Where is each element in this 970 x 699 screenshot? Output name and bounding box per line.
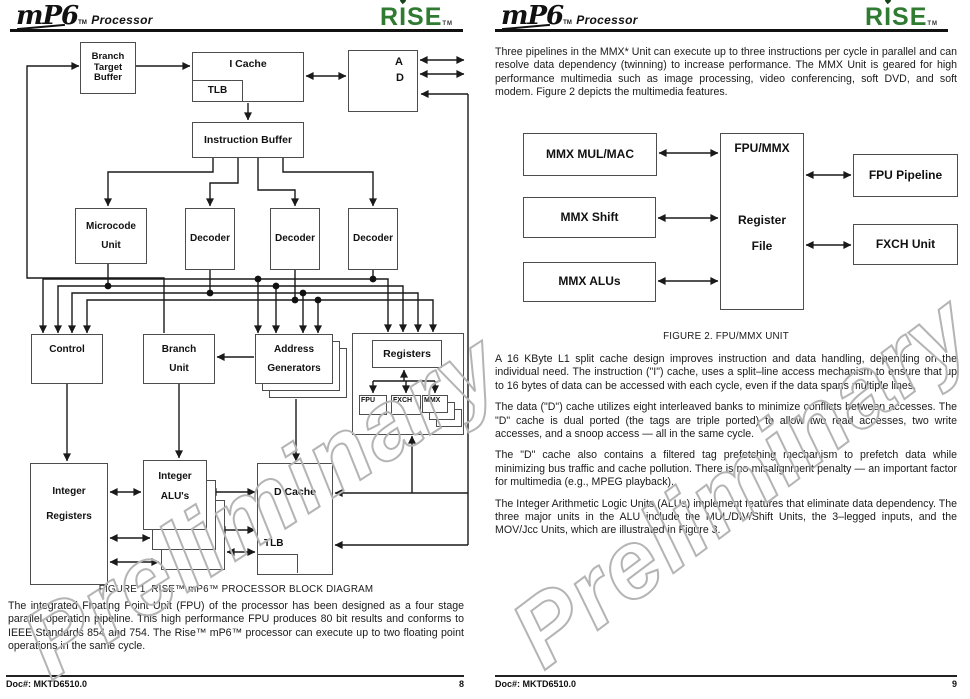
box-label: Unit	[101, 239, 121, 251]
box-address-generators: Address Generators	[255, 334, 333, 384]
footer-right: Doc#: MKTD6510.0 9	[495, 679, 957, 689]
box-i-cache: I Cache TLB	[192, 52, 304, 102]
footer-rule	[495, 675, 957, 677]
rise-letter-r: R	[380, 3, 400, 31]
address-bus-label: A	[395, 56, 403, 68]
rise-letter-i: I	[398, 0, 408, 31]
box-label: FXCH	[393, 397, 413, 404]
box-branch-target-buffer: Branch Target Buffer	[80, 42, 136, 94]
box-mmx-small: MMX	[422, 395, 448, 413]
rise-letter-i: I	[883, 0, 893, 31]
box-label: Decoder	[189, 233, 230, 245]
body-paragraph-4: The Integer Arithmetic Logic Units (ALUs…	[495, 497, 957, 537]
box-label: ALU's	[160, 490, 190, 502]
box-microcode-unit: Microcode Unit	[75, 208, 147, 264]
bus-junction-dots	[104, 275, 377, 304]
box-label: MMX	[424, 397, 441, 404]
figure2-caption: FIGURE 2. FPU/MMX UNIT	[663, 331, 789, 342]
box-label: FXCH Unit	[875, 236, 936, 251]
box-mmx-shift: MMX Shift	[523, 197, 656, 238]
mp6-tm-mark: TM	[78, 20, 87, 26]
box-branch-unit: Branch Unit	[143, 334, 215, 384]
box-control: Control	[31, 334, 103, 384]
box-label: I Cache	[229, 58, 267, 70]
doc-number: Doc#: MKTD6510.0	[495, 679, 577, 689]
rise-letters-se: SE	[407, 3, 443, 31]
box-label: D Cache	[273, 486, 316, 498]
box-label: Generators	[267, 362, 321, 374]
box-integer-alus: Integer ALU's	[143, 460, 207, 530]
box-d-cache-tlb	[258, 554, 298, 573]
body-paragraph-2: The data ("D") cache utilizes eight inte…	[495, 401, 957, 441]
box-label: Decoder	[274, 233, 315, 245]
rise-letter-i-glyph: I	[399, 3, 408, 31]
page-number: 9	[951, 679, 957, 689]
box-label-tlb: TLB	[264, 538, 284, 549]
footer-left: Doc#: MKTD6510.0 8	[6, 679, 464, 689]
box-label-register: Register	[737, 213, 787, 227]
box-decoder-1: Decoder	[185, 208, 235, 270]
body-paragraph-1: A 16 KByte L1 split cache design improve…	[495, 353, 957, 392]
box-label-file: File	[751, 239, 773, 253]
mp6-tm-mark: TM	[563, 20, 572, 26]
box-fpu-mmx-register-file: FPU/MMX Register File	[720, 133, 804, 310]
box-label: Instruction Buffer	[203, 133, 293, 146]
box-fxch-small: FXCH	[391, 395, 421, 415]
box-fxch-unit: FXCH Unit	[853, 224, 958, 265]
box-label: Branch	[161, 343, 197, 355]
figure2-text-block: FIGURE 2. FPU/MMX UNIT A 16 KByte L1 spl…	[495, 331, 957, 538]
box-label: Unit	[169, 363, 189, 374]
body-paragraph-3: The "D" cache also contains a filtered t…	[495, 449, 957, 489]
box-i-cache-tlb: TLB	[193, 79, 243, 102]
box-label: TLB	[207, 85, 228, 97]
box-d-cache: D Cache TLB	[257, 463, 333, 575]
box-label: Decoder	[352, 233, 393, 245]
header-rule	[495, 29, 948, 32]
box-label: Registers	[383, 347, 431, 360]
box-fpu-pipeline: FPU Pipeline	[853, 154, 958, 197]
box-mmx-alus: MMX ALUs	[523, 262, 656, 302]
box-label: MMX ALUs	[558, 274, 621, 289]
page-number: 8	[458, 679, 464, 689]
box-mmx-mul-mac: MMX MUL/MAC	[523, 133, 657, 176]
box-label: Integer	[158, 471, 192, 482]
rise-letters-se: SE	[892, 3, 928, 31]
box-registers: Registers	[372, 340, 442, 368]
box-label: Branch Target Buffer	[91, 50, 125, 84]
box-decoder-2: Decoder	[270, 208, 320, 270]
intro-paragraph: Three pipelines in the MMX* Unit can exe…	[495, 46, 957, 99]
figure1-caption: FIGURE 1. RISE™ mP6™ PROCESSOR BLOCK DIA…	[98, 584, 374, 595]
figure1-text-block: FIGURE 1. RISE™ mP6™ PROCESSOR BLOCK DIA…	[8, 584, 464, 654]
box-instruction-buffer: Instruction Buffer	[192, 122, 304, 158]
product-name: Processor	[576, 13, 638, 27]
box-label: MMX Shift	[560, 209, 619, 224]
rise-tm-mark: TM	[442, 21, 454, 27]
rise-letter-i-glyph: I	[884, 3, 893, 31]
box-label-fpu-mmx: FPU/MMX	[734, 141, 790, 155]
doc-number: Doc#: MKTD6510.0	[6, 679, 88, 689]
fpu-paragraph: The integrated Floating Point Unit (FPU)…	[8, 600, 464, 653]
box-label: Registers	[46, 510, 92, 522]
box-label: Control	[49, 344, 85, 355]
box-fpu-small: FPU	[359, 395, 387, 415]
product-name: Processor	[91, 13, 153, 27]
box-integer-registers: Integer Registers	[30, 463, 108, 585]
box-label: Microcode	[85, 221, 136, 232]
brand-logo: mP6TM Processor	[501, 1, 638, 31]
box-label: Address	[273, 344, 314, 355]
box-decoder-3: Decoder	[348, 208, 398, 270]
footer-rule	[6, 675, 464, 677]
rise-tm-mark: TM	[927, 21, 939, 27]
box-bus-interface: A D	[348, 50, 418, 112]
rise-letter-r: R	[865, 3, 885, 31]
box-label: MMX MUL/MAC	[546, 146, 634, 161]
box-label: FPU	[361, 397, 375, 404]
header-rule	[10, 29, 463, 32]
data-bus-label: D	[396, 72, 404, 84]
box-label: Integer	[52, 486, 86, 497]
box-label: FPU Pipeline	[868, 167, 943, 182]
brand-logo: mP6TM Processor	[16, 1, 153, 31]
